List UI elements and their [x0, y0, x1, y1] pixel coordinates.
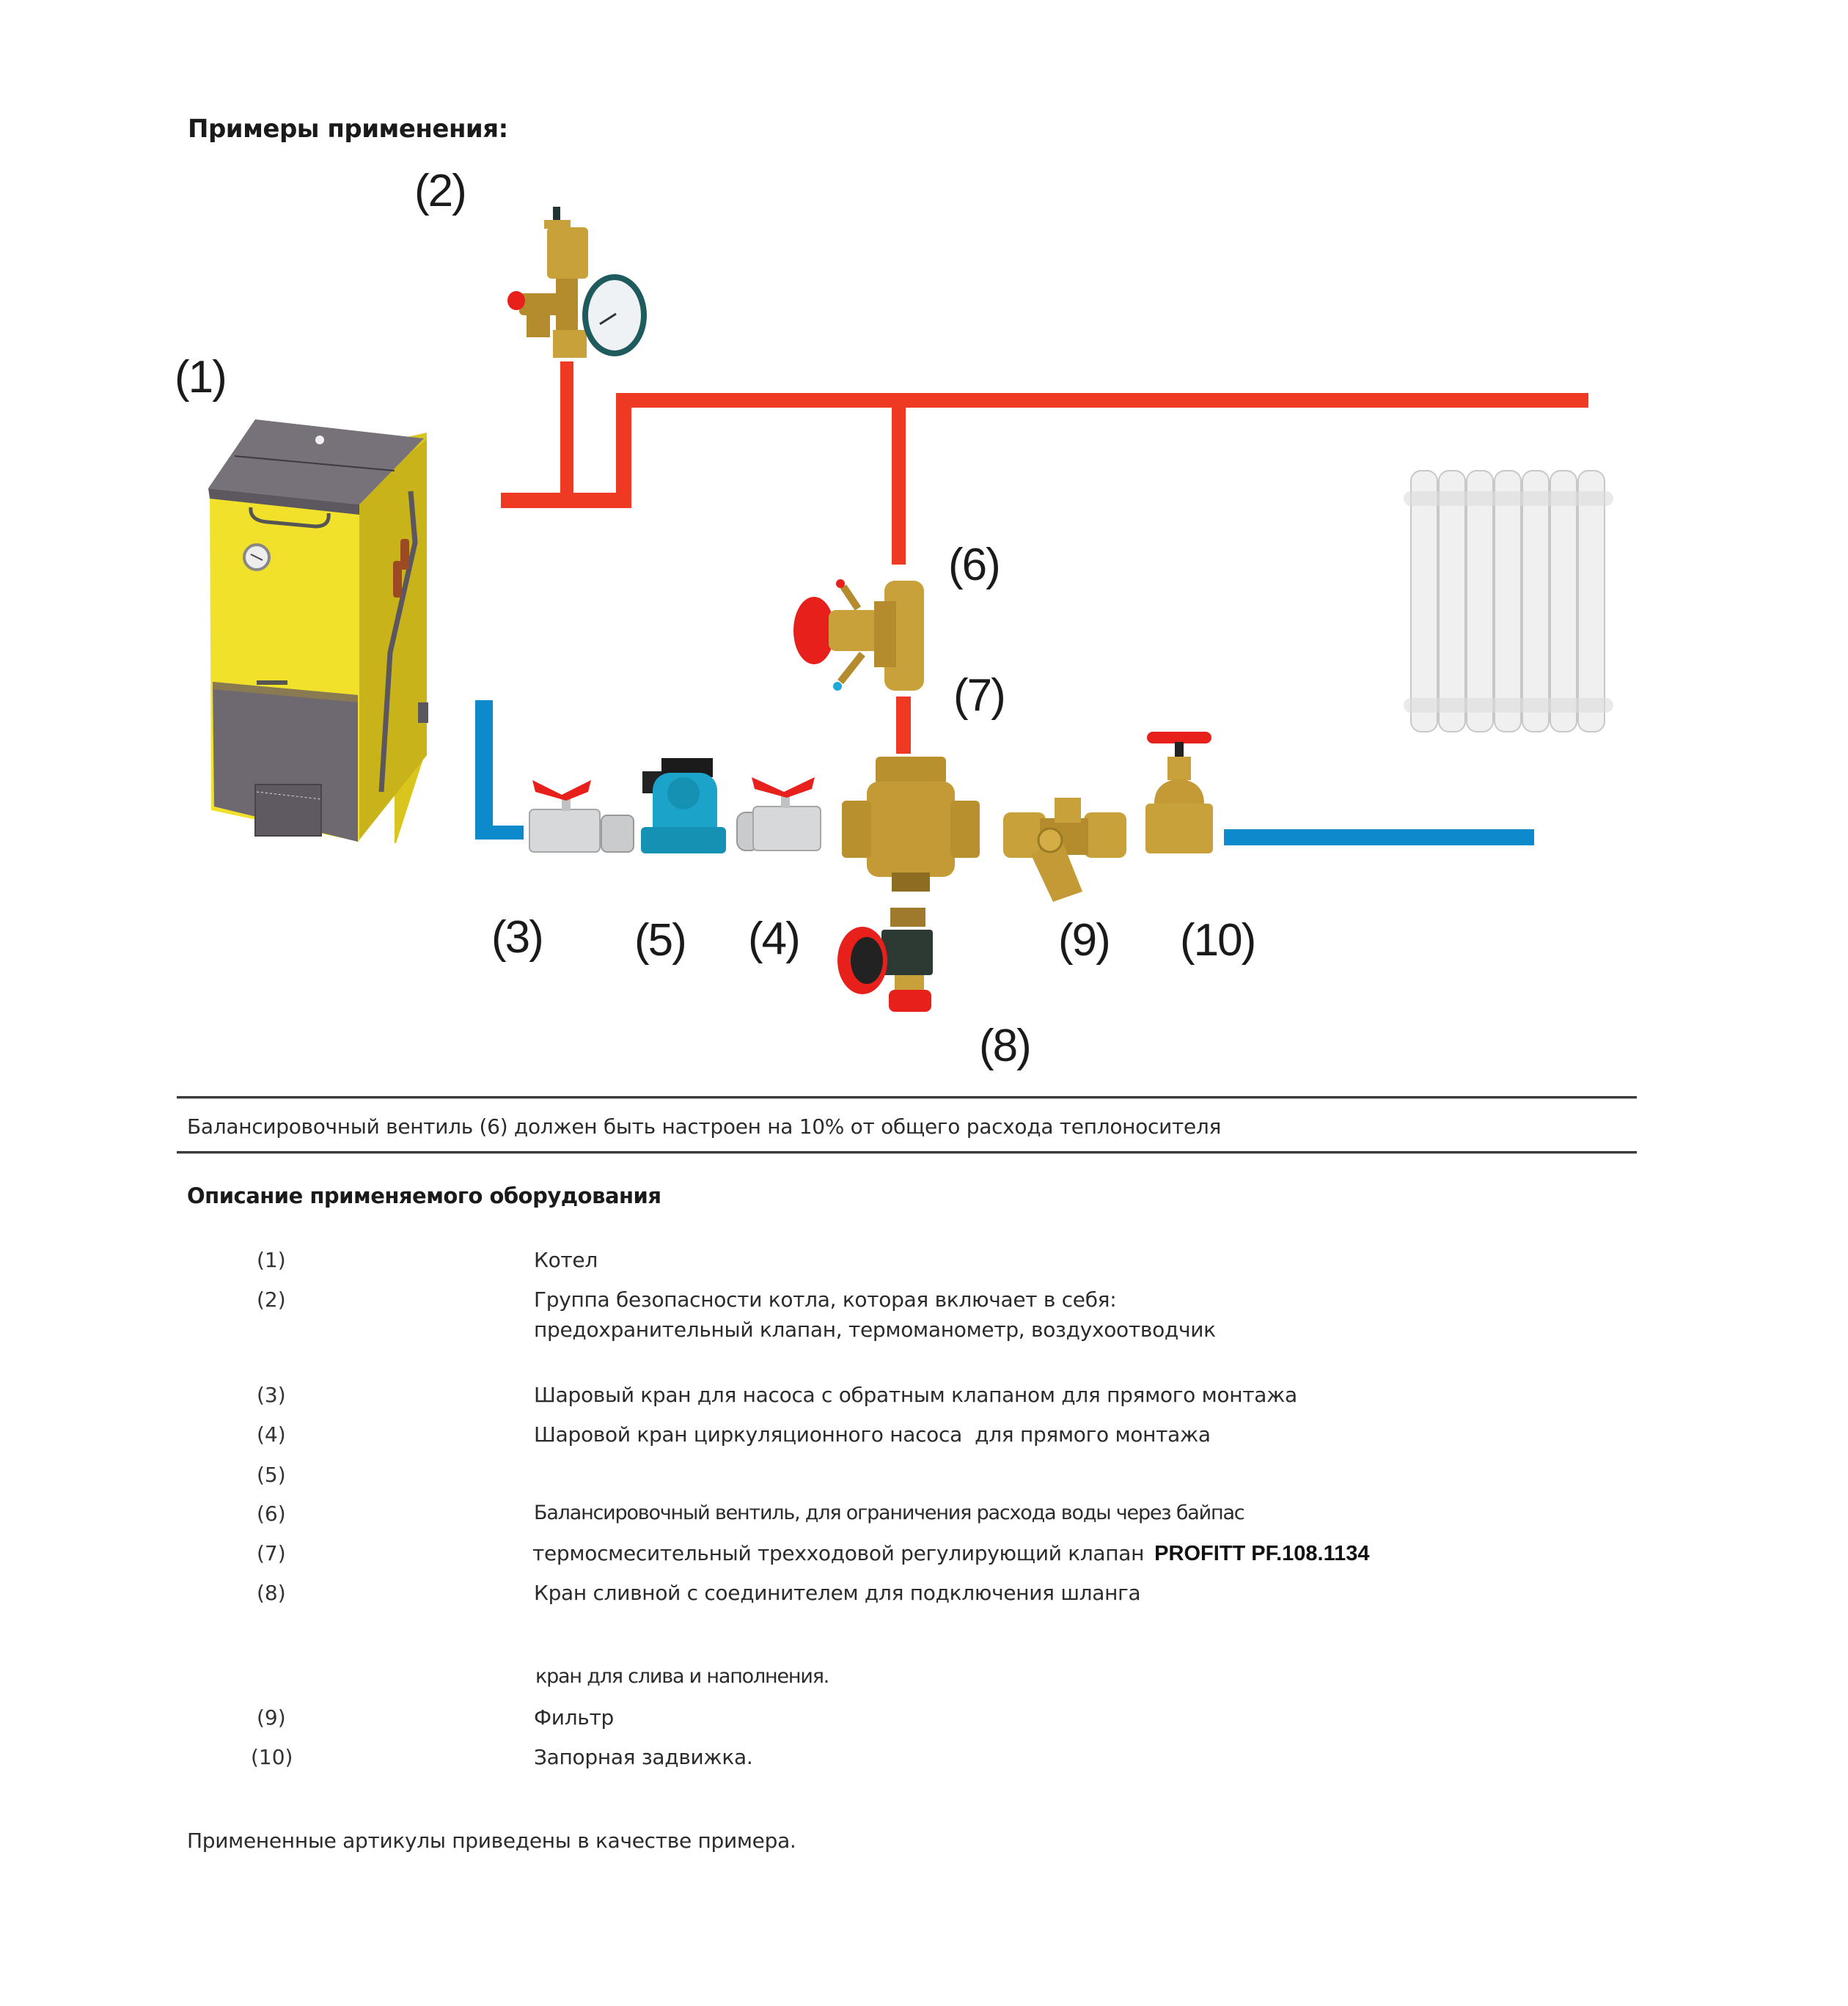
- radiator-return-pipe: [1224, 829, 1534, 845]
- callout-6: (6): [948, 540, 1001, 590]
- list-item-description: термосмесительный трехходовой регулирующ…: [532, 1541, 1145, 1565]
- bypass-pipe-lower: [896, 697, 911, 754]
- boiler-icon: [208, 419, 428, 843]
- bypass-pipe-upper: [892, 403, 906, 565]
- mixing-valve-icon: [842, 757, 980, 892]
- callout-3: (3): [491, 912, 544, 963]
- boiler-supply-pipe: [501, 493, 631, 508]
- gate-valve-icon: [1145, 732, 1213, 853]
- callout-5: (5): [634, 915, 687, 966]
- list-item-description: Кран сливной с соединителем для подключе…: [534, 1581, 1141, 1605]
- list-item-description-line2: кран для слива и наполнения.: [535, 1665, 829, 1688]
- list-item-number: (6): [257, 1502, 286, 1526]
- list-item-description-row: термосмесительный трехходовой регулирующ…: [532, 1541, 1370, 1566]
- drain-valve-icon: [837, 908, 933, 1012]
- list-item-description: Шаровой кран циркуляционного насоса для …: [534, 1422, 1211, 1447]
- ball-valve-pump-icon: [736, 777, 821, 851]
- filter-icon: [1003, 798, 1126, 902]
- circulation-pump-icon: [641, 758, 726, 853]
- list-item-description: Балансировочный вентиль, для ограничения…: [534, 1502, 1245, 1524]
- balancing-note: Балансировочный вентиль (6) должен быть …: [187, 1114, 1222, 1139]
- list-item-description: Шаровый кран для насоса с обратным клапа…: [534, 1383, 1297, 1407]
- callout-4: (4): [748, 914, 801, 964]
- supply-step-pipe: [616, 394, 631, 508]
- page-heading: Примеры применения:: [188, 114, 508, 144]
- list-item-description: Запорная задвижка.: [534, 1745, 753, 1769]
- list-item-description: Группа безопасности котла, которая включ…: [534, 1287, 1117, 1312]
- boiler-return-pipe-horizontal: [475, 826, 524, 839]
- list-item-description: Фильтр: [534, 1705, 614, 1730]
- note-bottom-rule: [177, 1151, 1637, 1154]
- list-item-number: (1): [257, 1248, 286, 1272]
- list-item-number: (3): [257, 1383, 286, 1407]
- footer-note: Примененные артикулы приведены в качеств…: [187, 1829, 796, 1853]
- list-item-description: Котел: [534, 1248, 598, 1272]
- list-item-number: (5): [257, 1463, 286, 1487]
- list-item-number: (7): [257, 1541, 286, 1565]
- boiler-return-pipe-vertical: [475, 700, 493, 839]
- note-top-rule: [177, 1096, 1637, 1099]
- callout-1: (1): [175, 352, 227, 403]
- list-item-number: (9): [257, 1705, 286, 1730]
- list-item-number: (10): [251, 1745, 293, 1769]
- ball-valve-check-icon: [529, 780, 634, 853]
- callout-7: (7): [953, 670, 1006, 721]
- callout-9: (9): [1058, 915, 1111, 966]
- safety-group-riser-pipe: [560, 361, 573, 501]
- callout-10: (10): [1180, 915, 1256, 966]
- list-item-number: (8): [257, 1581, 286, 1605]
- radiator-icon: [1404, 470, 1613, 732]
- list-item-number: (2): [257, 1287, 286, 1312]
- supply-main-pipe: [616, 393, 1588, 408]
- list-item-number: (4): [257, 1422, 286, 1447]
- balancing-valve-icon: [793, 579, 924, 691]
- safety-group-icon: [507, 207, 647, 358]
- section-title: Описание применяемого оборудования: [187, 1183, 661, 1208]
- product-article: PROFITT PF.108.1134: [1154, 1542, 1370, 1565]
- list-item-description-line2: предохранительный клапан, термоманометр,…: [534, 1318, 1216, 1342]
- callout-8: (8): [979, 1021, 1032, 1071]
- callout-2: (2): [414, 166, 467, 216]
